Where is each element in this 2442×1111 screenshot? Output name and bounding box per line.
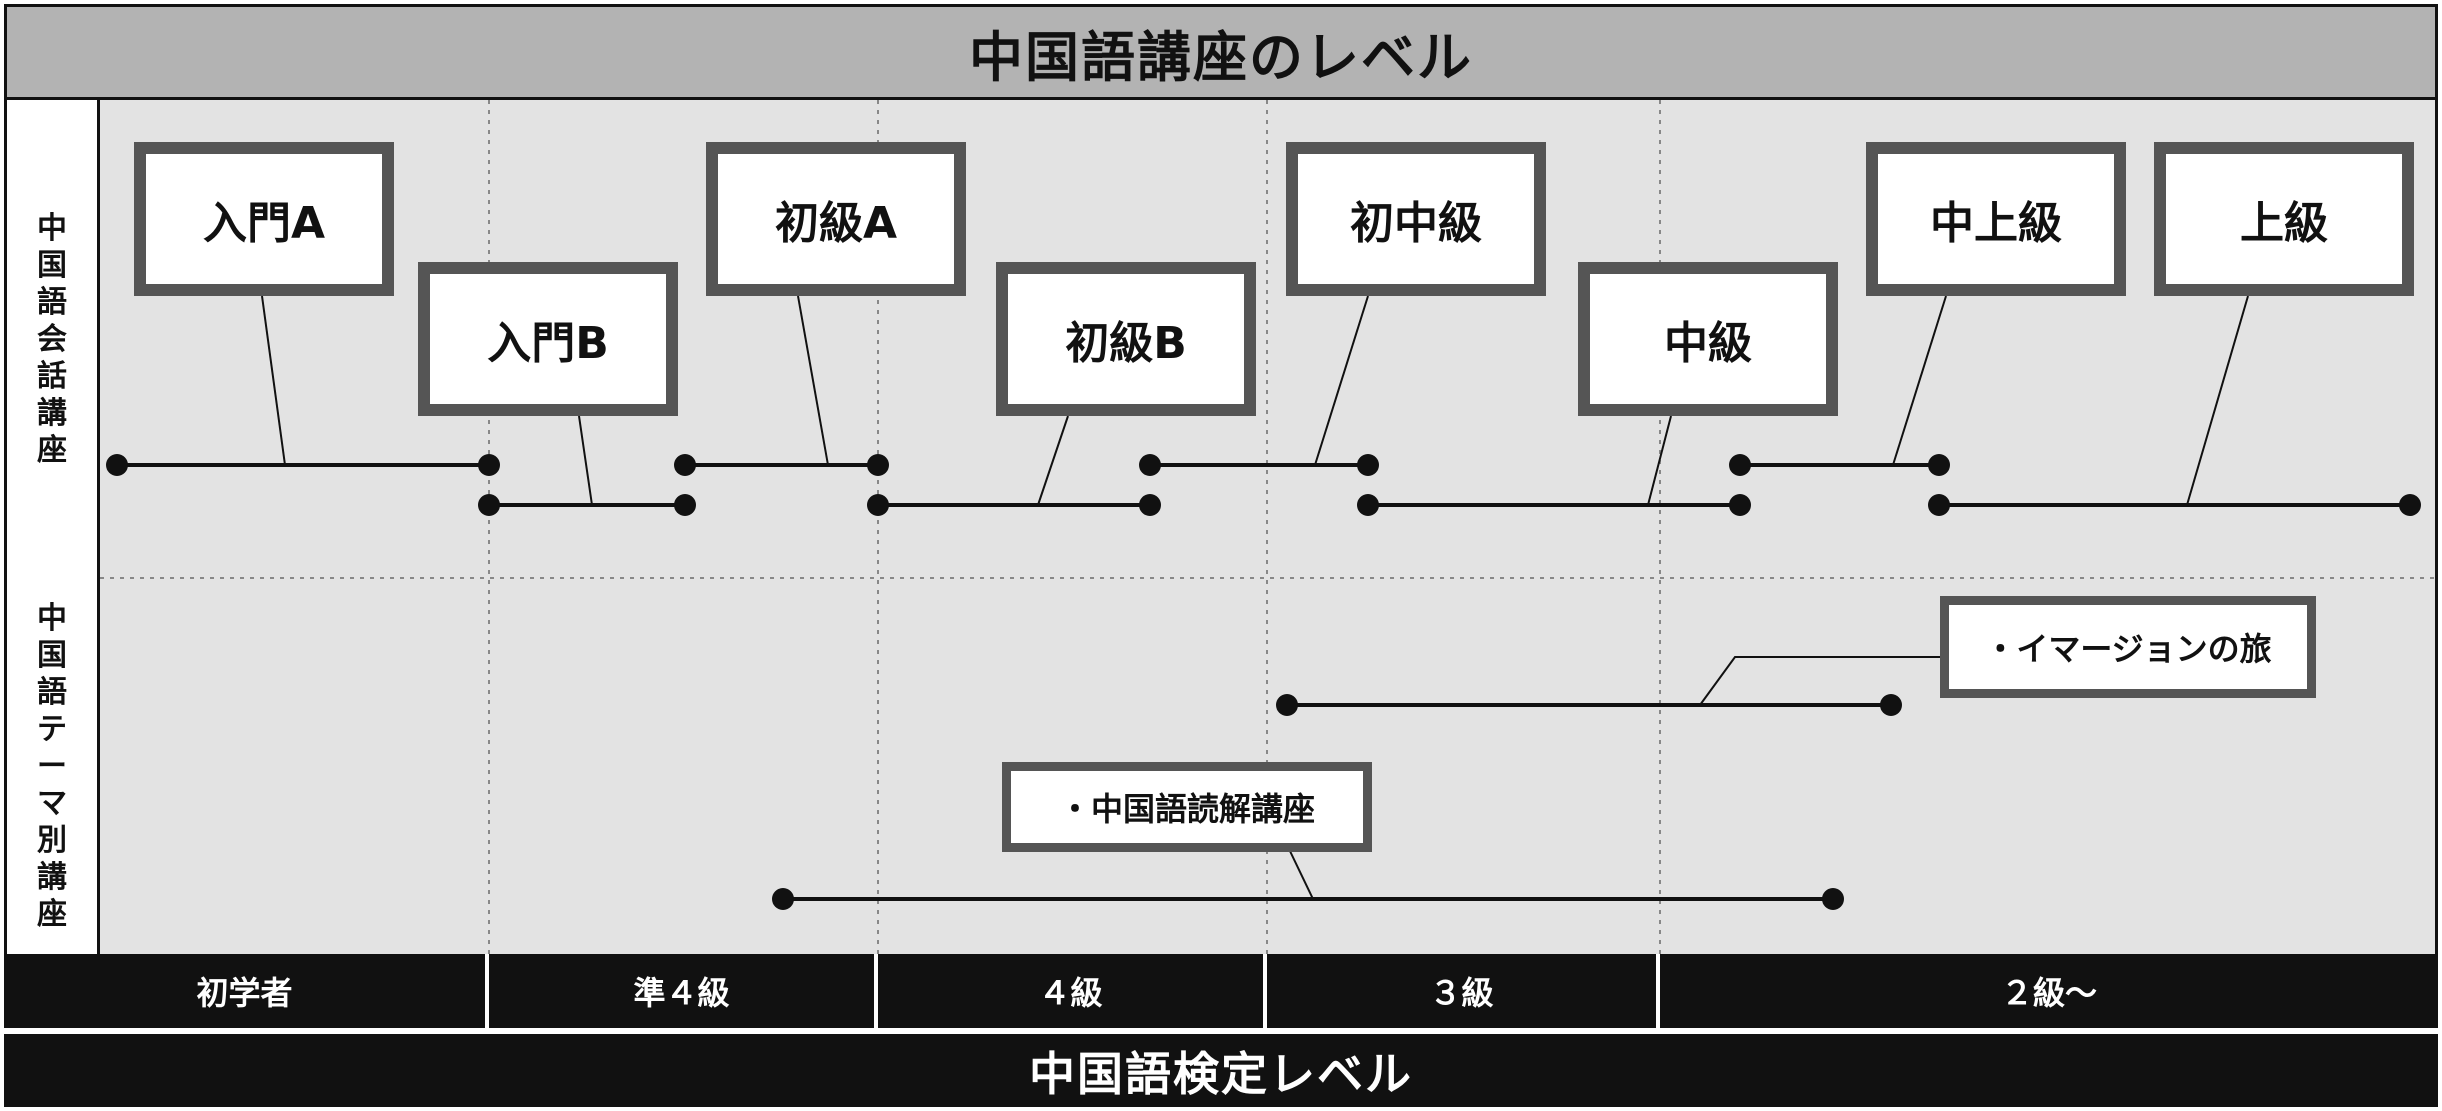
side-label-char: 話	[37, 358, 67, 394]
proficiency-level-bar: 初学者 準４級 ４級 ３級 ２級～	[4, 954, 2438, 1028]
level-cell-beginner: 初学者	[4, 954, 489, 1028]
level-bar-title: 中国語検定レベル	[4, 1034, 2438, 1107]
course-box-chukyu: 中級	[1578, 262, 1838, 416]
side-label-char: 国	[37, 247, 67, 283]
range-dot	[106, 454, 128, 476]
range-dot	[1822, 888, 1844, 910]
range-dot	[867, 494, 889, 516]
course-plot-area: 入門A 入門B 初級A 初級B 初中級 中級 中上級 上級 ・イマージョンの旅 …	[100, 100, 2438, 954]
connector-line-shochukyu	[1314, 295, 1369, 466]
range-dot	[674, 494, 696, 516]
theme-box-reading: ・中国語読解講座	[1002, 762, 1372, 852]
range-dot	[1729, 494, 1751, 516]
range-dot	[772, 888, 794, 910]
range-dot	[1357, 494, 1379, 516]
side-label-char: 中	[37, 210, 67, 246]
connector-line-nyumon-a	[261, 295, 286, 466]
side-label-char: 別	[37, 822, 67, 858]
range-dot	[1928, 494, 1950, 516]
connector-line-nyumon-b	[578, 415, 593, 506]
connector-line-chukyu	[1647, 415, 1672, 506]
connector-line-shokyu-a	[797, 295, 829, 466]
side-label-char: テ	[37, 711, 67, 747]
range-dot	[2399, 494, 2421, 516]
range-dot	[478, 454, 500, 476]
course-box-nyumon-a: 入門A	[134, 142, 394, 296]
range-dot	[1928, 454, 1950, 476]
side-label-char: マ	[37, 785, 67, 821]
range-dot	[478, 494, 500, 516]
level-cell-grade3: ３級	[1267, 954, 1660, 1028]
side-label-char: 講	[37, 395, 67, 431]
conversation-course-label: 中国語会話講座	[7, 100, 97, 578]
course-box-shokyu-b: 初級B	[996, 262, 1256, 416]
connector-line-reading	[1288, 848, 1314, 900]
connector-line-shokyu-b	[1037, 415, 1069, 506]
connector-line-immersion	[1699, 656, 1940, 706]
side-label-char: 語	[37, 284, 67, 320]
side-label-char: ー	[37, 748, 67, 784]
theme-course-label: 中国語テーマ別講座	[7, 578, 97, 954]
course-box-jokyu: 上級	[2154, 142, 2414, 296]
course-timeline-svg	[100, 100, 2438, 954]
side-label-char: 講	[37, 859, 67, 895]
connector-line-chujokyu	[1892, 295, 1947, 466]
side-label-char: 語	[37, 674, 67, 710]
range-dot	[1357, 454, 1379, 476]
side-label-char: 座	[37, 432, 67, 468]
course-box-chujokyu: 中上級	[1866, 142, 2126, 296]
range-dot	[1729, 454, 1751, 476]
range-dot	[1139, 454, 1161, 476]
side-label-char: 中	[37, 600, 67, 636]
course-box-shochukyu: 初中級	[1286, 142, 1546, 296]
side-label-column: 中国語会話講座 中国語テーマ別講座	[4, 100, 100, 954]
course-box-nyumon-b: 入門B	[418, 262, 678, 416]
range-dot	[1139, 494, 1161, 516]
diagram-frame: 中国語講座のレベル 中国語会話講座 中国語テーマ別講座	[4, 4, 2438, 1107]
range-dot	[1880, 694, 1902, 716]
course-box-shokyu-a: 初級A	[706, 142, 966, 296]
range-dot	[1276, 694, 1298, 716]
level-cell-pre4: 準４級	[489, 954, 878, 1028]
level-cell-grade4: ４級	[878, 954, 1267, 1028]
side-label-char: 座	[37, 896, 67, 932]
side-label-char: 会	[37, 321, 67, 357]
theme-box-immersion: ・イマージョンの旅	[1940, 596, 2316, 698]
side-label-char: 国	[37, 637, 67, 673]
connector-line-jokyu	[2186, 295, 2249, 506]
range-dot	[674, 454, 696, 476]
level-cell-grade2: ２級～	[2000, 974, 2097, 1012]
range-dot	[867, 454, 889, 476]
diagram-title: 中国語講座のレベル	[4, 4, 2438, 100]
